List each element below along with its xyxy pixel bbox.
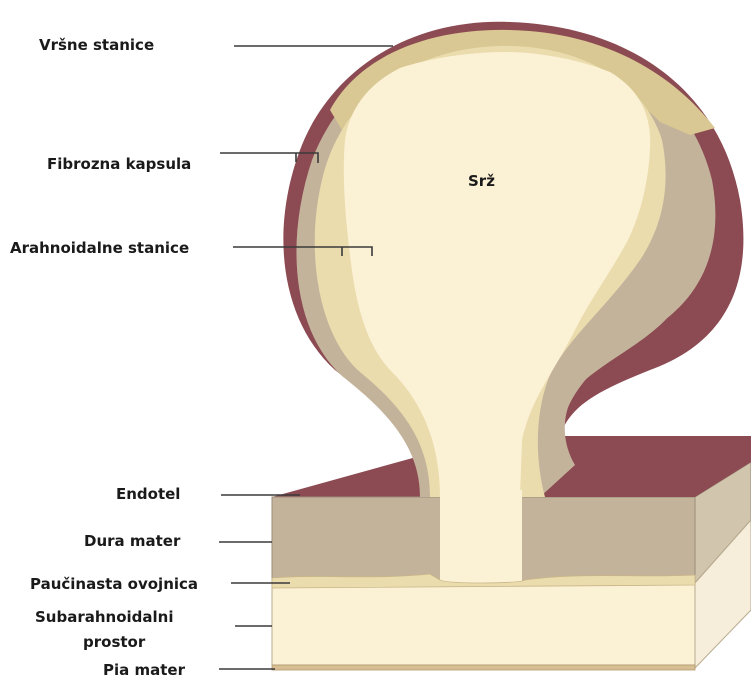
- label-paucinasta-ovojnica: Paučinasta ovojnica: [30, 575, 198, 593]
- label-fibrozna-kapsula: Fibrozna kapsula: [47, 155, 191, 173]
- label-subarahnoidalni-line1: Subarahnoidalni: [35, 608, 174, 626]
- label-pia-mater: Pia mater: [103, 661, 186, 679]
- granulation-core: [344, 52, 650, 497]
- label-vrsne-stanice: Vršne stanice: [39, 36, 154, 54]
- block-front-pia: [272, 665, 695, 670]
- block-top-endothelium: [272, 456, 420, 497]
- granulation-stalk: [440, 490, 522, 586]
- label-subarahnoidalni-line2: prostor: [83, 633, 146, 651]
- label-srz: Srž: [468, 172, 495, 190]
- label-endotel: Endotel: [116, 485, 180, 503]
- label-arahnoidalne-stanice: Arahnoidalne stanice: [10, 239, 189, 257]
- block-front-subarachnoid: [272, 583, 695, 665]
- label-dura-mater: Dura mater: [84, 532, 181, 550]
